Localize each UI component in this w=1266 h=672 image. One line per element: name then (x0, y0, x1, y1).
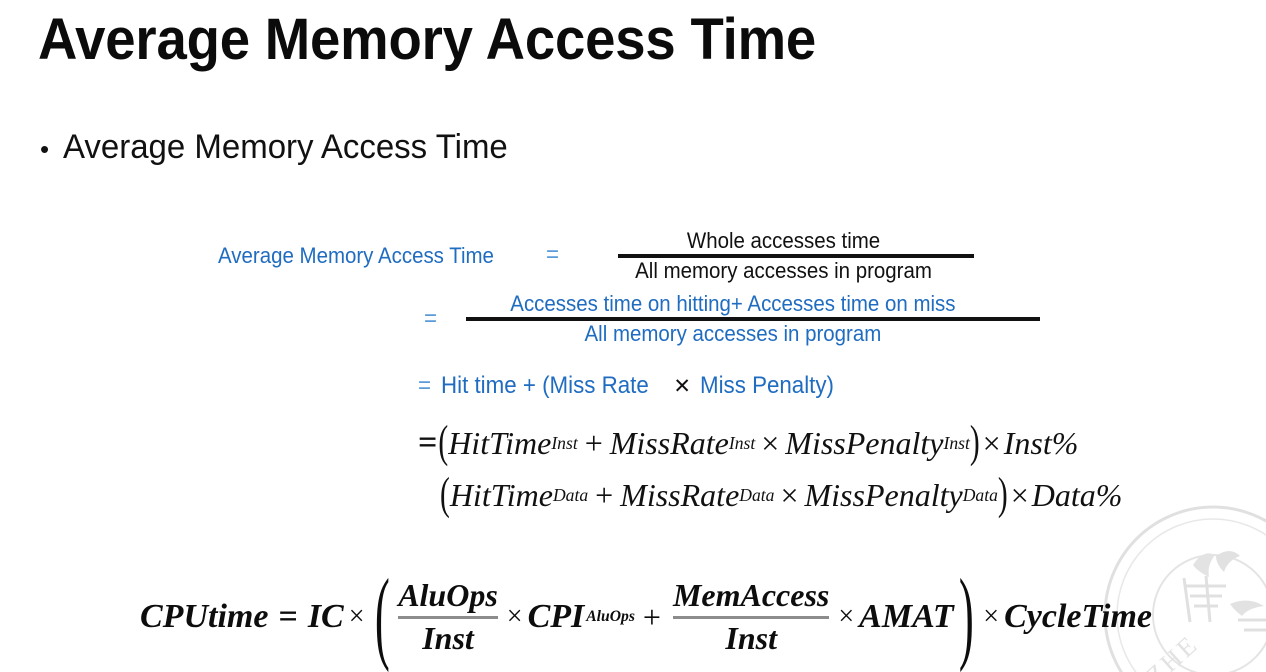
fraction-1-bar (618, 253, 974, 258)
line-5-plus: + (595, 477, 614, 513)
line-4-plus: + (584, 424, 603, 461)
line-5-missrate-sub: Data (739, 485, 775, 505)
line-3-part-a: Hit time + (Miss Rate (441, 372, 649, 399)
multiply-icon: ✕ (673, 374, 691, 398)
derivation-line-2-equals-wrap: = (424, 305, 438, 333)
equals-sign-3: = (418, 372, 432, 399)
cpu-cpi: CPI (527, 598, 585, 636)
fraction-2-numerator: Accesses time on hitting+ Accesses time … (510, 291, 956, 316)
memaccess-fraction-bar (672, 615, 830, 619)
cpu-plus: + (642, 598, 661, 635)
line-4-misspenalty: MissPenalty (785, 424, 944, 461)
line-4-inst-pct: Inst% (1003, 424, 1079, 461)
cpu-amat: AMAT (859, 598, 954, 636)
memaccess-numerator: MemAccess (672, 577, 830, 613)
aluops-per-inst-fraction: AluOps Inst (394, 577, 502, 657)
line-4-misspenalty-sub: Inst (943, 432, 970, 453)
fraction-2-denominator: All memory accesses in program (584, 320, 882, 346)
equals-sign-2: = (424, 305, 438, 332)
line-5-open-paren: ( (440, 469, 450, 520)
cpu-times-3: × (838, 601, 855, 633)
bullet-list-item: • Average Memory Access Time (40, 128, 522, 167)
line-4-close-paren: ) (969, 417, 980, 468)
bullet-text: Average Memory Access Time (63, 128, 508, 166)
memaccess-per-inst-fraction: MemAccess Inst (669, 577, 833, 657)
cpu-times-1: × (348, 601, 365, 633)
cpu-ic: IC (307, 598, 344, 636)
cpu-cycletime: CycleTime (1004, 598, 1152, 636)
cpu-cpi-sub: AluOps (586, 608, 635, 626)
memaccess-denominator: Inst (725, 619, 777, 656)
line-5-times: × (780, 477, 799, 513)
derivation-line-1-lhs: Average Memory Access Time (218, 243, 515, 269)
equals-sign-1: = (546, 241, 560, 268)
line-5-misspenalty-sub: Data (962, 485, 998, 505)
aluops-denominator: Inst (422, 619, 474, 656)
line-4-times-2: × (982, 424, 1001, 461)
line-4-hittime: HitTime (448, 424, 552, 461)
line-5-hittime-sub: Data (552, 485, 589, 505)
derivation-line-1-equals-wrap: = (546, 241, 560, 269)
line-4-open-paren: ( (438, 417, 449, 468)
line-5-misspenalty: MissPenalty (804, 477, 963, 513)
aluops-fraction-bar (398, 615, 498, 619)
cpu-close-paren: ) (958, 559, 974, 672)
line-5-hittime: HitTime (449, 477, 553, 513)
fraction-1-denominator: All memory accesses in program (635, 257, 932, 283)
derivation-line-1-fraction: Whole accesses time All memory accesses … (618, 229, 974, 283)
line-4-missrate-sub: Inst (728, 432, 756, 453)
equals-sign-4: = (418, 424, 437, 461)
cpu-times-2: × (506, 601, 523, 633)
line-5-times-2: × (1010, 477, 1029, 513)
aluops-numerator: AluOps (398, 577, 498, 613)
cpu-equals: = (278, 598, 298, 636)
line-5-missrate: MissRate (620, 477, 740, 513)
page-title: Average Memory Access Time (38, 7, 816, 72)
bullet-marker: • (40, 134, 50, 164)
derivation-line-1-label: Average Memory Access Time (218, 243, 494, 268)
line-3-part-b: Miss Penalty) (700, 372, 834, 399)
derivation-line-4: = ( HitTime Inst + MissRate Inst × MissP… (418, 417, 1079, 467)
cpu-lhs: CPUtime (140, 598, 269, 636)
derivation-line-5: ( HitTime Data + MissRate Data × MissPen… (440, 470, 1123, 520)
line-4-hittime-sub: Inst (551, 432, 578, 453)
line-5-close-paren: ) (997, 469, 1008, 520)
cpu-times-4: × (983, 601, 1000, 633)
line-5-data-pct: Data% (1031, 477, 1123, 513)
fraction-1-numerator: Whole accesses time (686, 228, 881, 253)
line-4-missrate: MissRate (609, 424, 729, 461)
derivation-line-2-fraction: Accesses time on hitting+ Accesses time … (466, 292, 1040, 346)
cpu-time-formula: CPUtime = IC × ( AluOps Inst × CPI AluOp… (140, 559, 1152, 672)
derivation-line-3: = Hit time + (Miss Rate ✕ Miss Penalty) (418, 372, 844, 400)
fraction-2-bar (466, 316, 1040, 321)
cpu-open-paren: ( (374, 559, 390, 672)
line-4-times: × (761, 424, 780, 461)
